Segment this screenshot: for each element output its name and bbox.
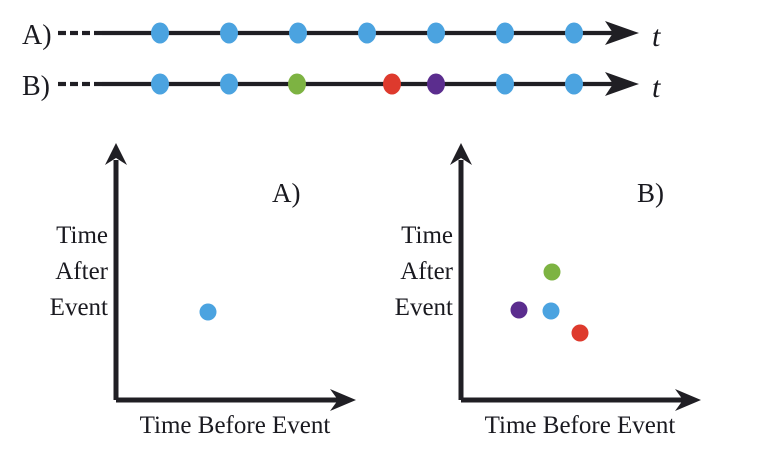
timeline-a-axis-variable: t [652, 20, 661, 53]
plot-b-y-axis-label: Time After Event [395, 222, 454, 321]
plot-a-y-axis-label-line-2: After [55, 258, 108, 285]
timeline-row-b: B) t [22, 71, 661, 104]
plot-b-point-green [543, 263, 561, 281]
timeline-a-event-3 [289, 22, 307, 44]
plot-b-y-axis-arrowhead [450, 143, 472, 165]
timeline-b-event-3 [288, 73, 306, 95]
plot-a-y-axis-label-line-1: Time [56, 222, 108, 249]
plot-b-point-purple [510, 301, 528, 319]
timeline-a-event-5 [427, 22, 445, 44]
plot-b-panel-label: B) [637, 178, 664, 208]
timeline-a-arrowhead [605, 21, 639, 45]
plot-b-y-axis-label-line-1: Time [401, 222, 453, 249]
plot-a-x-axis-arrowhead [330, 389, 356, 411]
timeline-b-event-1 [151, 73, 169, 95]
plot-a-y-axis-label-line-3: Event [50, 294, 108, 321]
plot-b-y-axis-label-line-2: After [400, 258, 453, 285]
timeline-b-events [151, 73, 583, 95]
timeline-a-event-6 [496, 22, 514, 44]
plot-b-point-red [571, 324, 589, 342]
plot-a-y-axis-arrowhead [105, 143, 127, 165]
timeline-b-event-4 [383, 73, 401, 95]
timeline-a-row-label: A) [22, 20, 52, 51]
timeline-a-event-1 [151, 22, 169, 44]
timeline-a-events [151, 22, 583, 44]
plot-b-point-blue [542, 302, 560, 320]
timeline-b-axis-variable: t [652, 71, 661, 104]
scatter-plot-a: A) Time After Event Time Before Event [50, 143, 356, 439]
plot-b-x-axis-arrowhead [675, 389, 701, 411]
timeline-b-event-7 [565, 73, 583, 95]
timeline-a-event-7 [565, 22, 583, 44]
plot-b-points [510, 263, 589, 342]
timeline-b-event-6 [496, 73, 514, 95]
timeline-a-event-2 [220, 22, 238, 44]
plot-a-point-blue [199, 303, 217, 321]
plot-b-x-axis-label: Time Before Event [485, 412, 676, 439]
plot-b-y-axis-label-line-3: Event [395, 294, 453, 321]
timeline-b-event-2 [220, 73, 238, 95]
timeline-a-event-4 [358, 22, 376, 44]
timeline-b-arrowhead [605, 72, 639, 96]
plot-a-panel-label: A) [272, 178, 301, 208]
scatter-plot-b: B) Time After Event Time Before Event [395, 143, 701, 439]
plot-a-x-axis-label: Time Before Event [140, 412, 331, 439]
timeline-b-event-5 [427, 73, 445, 95]
timeline-row-a: A) t [22, 20, 661, 53]
plot-a-points [199, 303, 217, 321]
timeline-b-row-label: B) [22, 71, 50, 102]
plot-a-y-axis-label: Time After Event [50, 222, 109, 321]
